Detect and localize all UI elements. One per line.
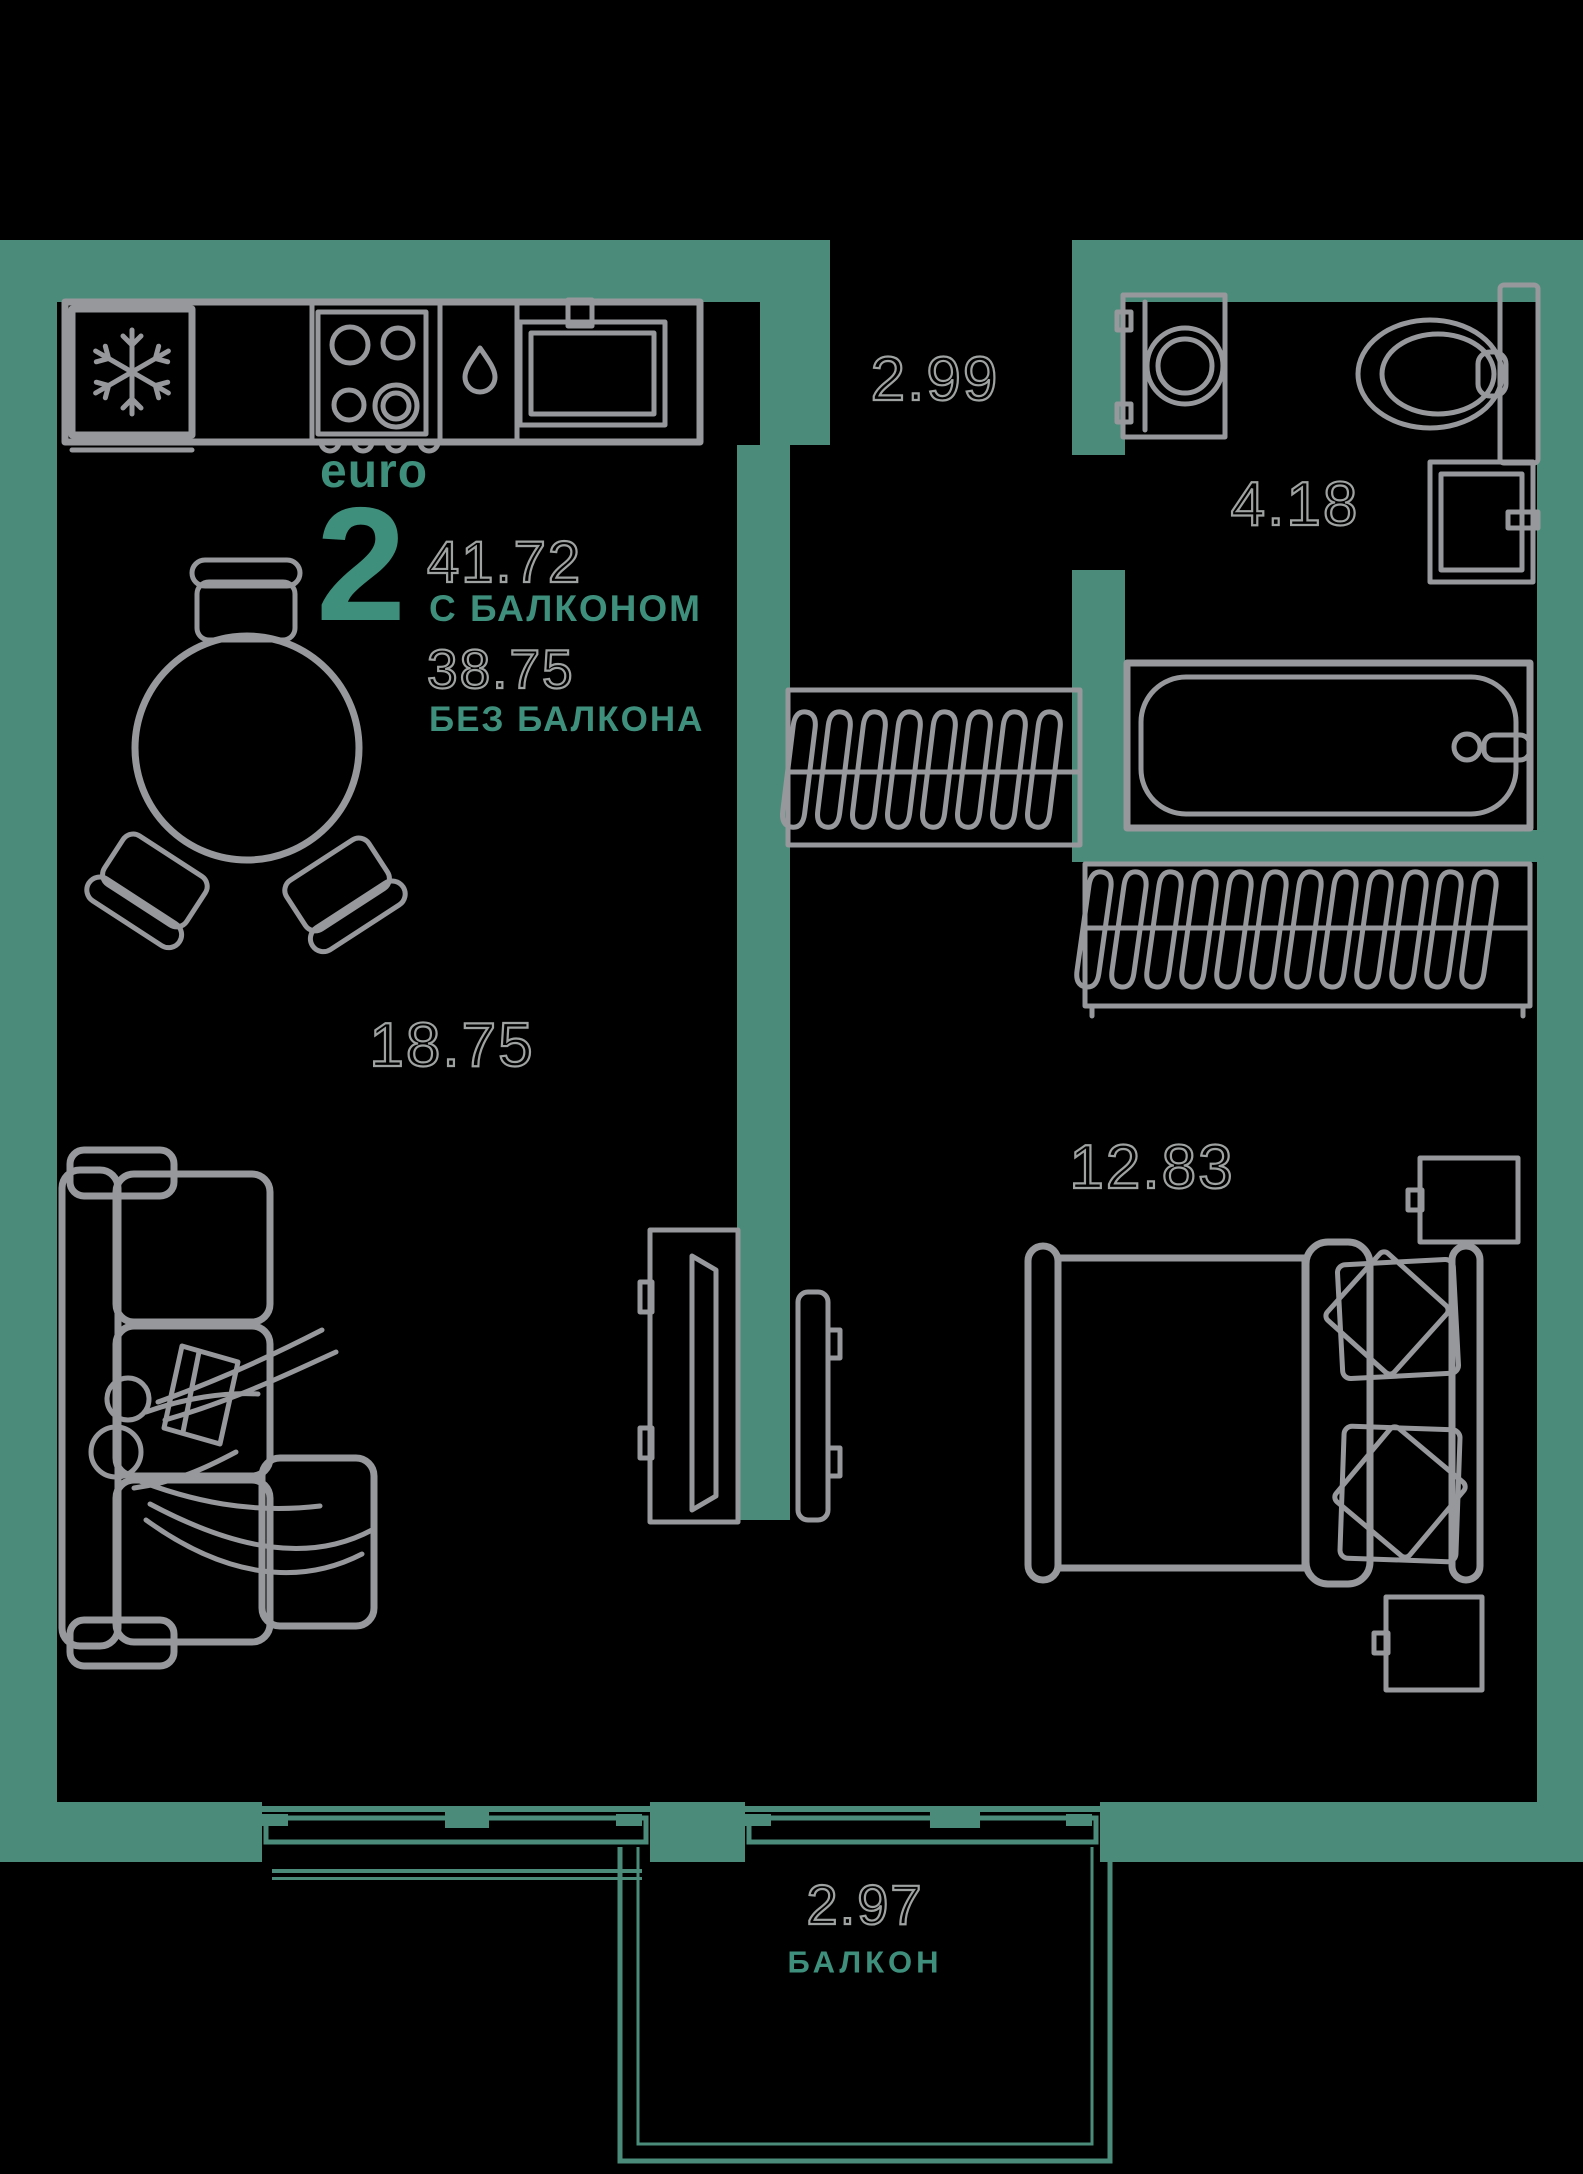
kitchen-counter xyxy=(61,298,704,453)
fridge-icon xyxy=(68,305,196,439)
kitchen-sink-icon xyxy=(517,297,668,428)
unit-rooms-count: 2 xyxy=(316,474,409,655)
area-with-balcony: 41.72 xyxy=(426,530,583,595)
washing-machine-icon xyxy=(1114,292,1228,440)
tv-icon xyxy=(795,1289,843,1523)
area-without-balcony: 38.75 xyxy=(426,638,575,700)
chair-icon xyxy=(189,557,303,643)
walls xyxy=(0,240,1583,1862)
wardrobe-hangers-icon xyxy=(1075,861,1533,1019)
toilet-icon xyxy=(1355,282,1541,466)
chair-icon xyxy=(84,831,210,951)
chair-icon xyxy=(282,835,408,955)
living-room-window xyxy=(262,1806,650,1880)
nightstand-icon xyxy=(1405,1155,1521,1245)
balcony-outline xyxy=(617,1847,1113,2164)
hallway-area-label: 2.99 xyxy=(870,345,1000,414)
water-drop-icon xyxy=(462,345,498,395)
wardrobe-hangers-icon xyxy=(781,687,1083,848)
tv-icon xyxy=(637,1227,741,1525)
nightstand-icon xyxy=(1371,1594,1485,1693)
bathtub-icon xyxy=(1123,659,1534,832)
bathroom-sink-icon xyxy=(1427,459,1541,585)
reading-people-icon xyxy=(88,1327,375,1576)
bed-icon xyxy=(1024,1238,1484,1588)
living-room-area-label: 18.75 xyxy=(368,1011,535,1080)
bathroom-area-label: 4.18 xyxy=(1230,470,1360,539)
without-balcony-label: БЕЗ БАЛКОНА xyxy=(429,700,705,739)
with-balcony-label: С БАЛКОНОМ xyxy=(429,588,703,629)
balcony-area-label: 2.97 xyxy=(805,1873,924,1936)
sofa-icon xyxy=(58,1146,378,1670)
dining-table-icon xyxy=(84,557,408,955)
balcony-name-label: БАЛКОН xyxy=(787,1944,943,1980)
pillow-icon xyxy=(1323,1249,1468,1565)
bedroom-area-label: 12.83 xyxy=(1068,1133,1235,1202)
unit-type-label: euro xyxy=(320,445,429,498)
bedroom-window xyxy=(745,1806,1100,1845)
stove-burners-icon xyxy=(315,309,441,454)
snowflake-icon xyxy=(93,327,171,417)
